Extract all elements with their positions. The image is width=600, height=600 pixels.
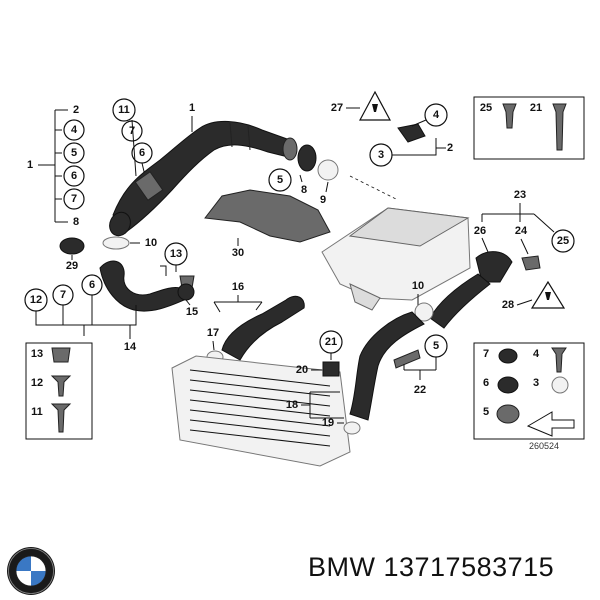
callout-21-box[interactable]: 21 xyxy=(530,102,542,114)
intake-elbow-26 xyxy=(475,251,513,283)
callout-15[interactable]: 15 xyxy=(186,306,198,318)
callout-13-mid[interactable]: 13 xyxy=(170,248,182,260)
callout-2-top[interactable]: 2 xyxy=(447,142,453,154)
intercooler xyxy=(171,355,351,467)
callout-30[interactable]: 30 xyxy=(232,247,244,259)
heat-shield-30 xyxy=(204,189,331,243)
callout-4-top[interactable]: 4 xyxy=(433,109,440,121)
callout-4-box[interactable]: 4 xyxy=(533,348,540,360)
oring-10-left xyxy=(102,236,130,250)
callout-7-box[interactable]: 7 xyxy=(483,348,489,360)
callout-6-mid[interactable]: 6 xyxy=(89,279,95,291)
callout-group-left: 1 2 4 5 6 7 8 xyxy=(27,104,85,228)
callout-16[interactable]: 16 xyxy=(232,281,244,293)
screw-25-part xyxy=(502,103,517,129)
callout-5-box[interactable]: 5 xyxy=(483,406,489,418)
callout-26[interactable]: 26 xyxy=(474,225,486,237)
warning-glyph-27-icon xyxy=(372,104,378,112)
clamp-15 xyxy=(177,283,195,301)
charge-pipe-18 xyxy=(349,311,425,421)
sensor-20 xyxy=(322,361,340,377)
callout-4-left-circle[interactable] xyxy=(63,119,85,141)
footer-brand: BMW 13717583715 xyxy=(0,540,600,600)
callout-6-box[interactable]: 6 xyxy=(483,377,489,389)
callout-11-box[interactable]: 11 xyxy=(31,406,43,418)
callout-21-mid[interactable]: 21 xyxy=(325,336,337,348)
parts-box-25-21 xyxy=(473,96,585,160)
callout-4-top-circle[interactable] xyxy=(424,103,448,127)
screw-4-box-part xyxy=(551,347,567,373)
oring-9 xyxy=(317,159,339,181)
arrow-icon xyxy=(526,411,575,437)
callout-23[interactable]: 23 xyxy=(514,189,526,201)
callout-19[interactable]: 19 xyxy=(322,417,334,429)
callout-27[interactable]: 27 xyxy=(331,102,343,114)
callout-25-right[interactable]: 25 xyxy=(557,235,569,247)
callout-5-right[interactable]: 5 xyxy=(433,340,439,352)
oring-3-part xyxy=(551,376,569,394)
callout-7-left-circle[interactable] xyxy=(63,188,85,210)
callout-8-mid[interactable]: 8 xyxy=(301,184,307,196)
grommet-5-part xyxy=(496,404,520,424)
grommet-7-part xyxy=(498,348,518,364)
callout-12[interactable]: 12 xyxy=(30,294,42,306)
callout-13-box[interactable]: 13 xyxy=(31,348,43,360)
charge-hose-14 xyxy=(99,260,185,312)
warning-glyph-28-icon xyxy=(545,292,551,300)
callout-5-mid-circle[interactable] xyxy=(268,168,292,192)
callout-29[interactable]: 29 xyxy=(66,260,78,272)
callout-9-mid[interactable]: 9 xyxy=(320,194,326,206)
callout-25-box[interactable]: 25 xyxy=(480,102,492,114)
callout-10-left[interactable]: 10 xyxy=(145,237,157,249)
callout-12-box[interactable]: 12 xyxy=(31,377,43,389)
callout-1-left[interactable]: 1 xyxy=(27,159,33,171)
sensor-part xyxy=(397,123,426,143)
callout-5-mid[interactable]: 5 xyxy=(277,174,283,186)
oring-19 xyxy=(343,421,361,435)
callout-6-top[interactable]: 6 xyxy=(139,147,145,159)
callout-5-left[interactable]: 5 xyxy=(71,147,77,159)
bracket-22 xyxy=(393,349,421,369)
callout-3-box[interactable]: 3 xyxy=(533,377,539,389)
air-filter-housing xyxy=(321,207,471,311)
callout-25-right-circle[interactable] xyxy=(551,229,575,253)
callout-20[interactable]: 20 xyxy=(296,364,308,376)
callout-11-top[interactable]: 11 xyxy=(118,104,130,116)
oring-10-right xyxy=(414,302,434,322)
callout-3-top[interactable]: 3 xyxy=(378,149,384,161)
callout-17[interactable]: 17 xyxy=(207,327,219,339)
clip-24 xyxy=(521,255,541,271)
hose-16 xyxy=(221,295,305,361)
grommet-6-part xyxy=(497,376,519,394)
callout-7-left[interactable]: 7 xyxy=(71,193,77,205)
bolt-12-box-part xyxy=(50,375,72,397)
callout-6-left-circle[interactable] xyxy=(63,165,85,187)
callout-10-right[interactable]: 10 xyxy=(412,280,424,292)
callout-18[interactable]: 18 xyxy=(286,399,298,411)
callout-28[interactable]: 28 xyxy=(502,299,514,311)
clamp-ring-8 xyxy=(297,144,317,172)
callout-24[interactable]: 24 xyxy=(515,225,528,237)
diagram-number: 260524 xyxy=(529,441,559,451)
callout-5-left-circle[interactable] xyxy=(63,142,85,164)
callout-1-top[interactable]: 1 xyxy=(189,102,195,114)
callout-2-left[interactable]: 2 xyxy=(73,104,79,116)
charge-air-pipe-1 xyxy=(109,120,298,237)
callout-6-left[interactable]: 6 xyxy=(71,170,77,182)
bolt-21-part xyxy=(552,103,567,151)
part-number-label: BMW 13717583715 xyxy=(308,552,555,582)
bmw-logo-icon xyxy=(7,547,55,595)
callout-14[interactable]: 14 xyxy=(124,341,137,353)
parts-diagram: 1 2 4 5 6 7 8 11 7 6 1 5 8 9 27 4 3 2 xyxy=(24,90,585,467)
callout-7-top[interactable]: 7 xyxy=(129,125,135,137)
callout-4-left[interactable]: 4 xyxy=(71,124,78,136)
nut-13-box-part xyxy=(51,347,71,363)
callout-22[interactable]: 22 xyxy=(414,384,426,396)
callout-11-top-circle[interactable] xyxy=(112,98,136,122)
callout-7-mid[interactable]: 7 xyxy=(60,289,66,301)
bolt-11-box-part xyxy=(50,403,72,433)
intake-hose-10-right xyxy=(429,273,491,329)
clamp-29 xyxy=(59,237,85,255)
callout-8-left[interactable]: 8 xyxy=(73,216,79,228)
